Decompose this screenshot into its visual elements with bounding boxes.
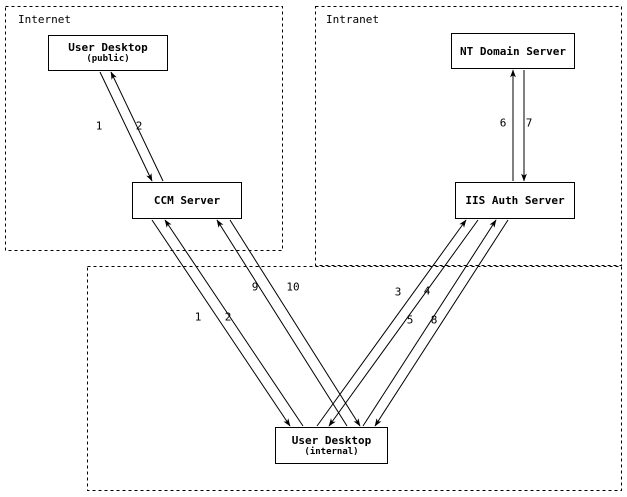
edge-line-4 [328, 219, 479, 427]
edge-label-4: 4 [423, 284, 431, 298]
zone-borders [5, 6, 622, 491]
edge-label-3: 3 [394, 285, 402, 299]
node-title-nt-domain-server: NT Domain Server [460, 44, 566, 58]
edge-label-1-internal: 1 [194, 310, 202, 324]
node-user-desktop-public[interactable]: User Desktop (public) [48, 35, 168, 71]
edge-group-iis-ntdomain [510, 69, 527, 182]
edge-group-iis-internal-58 [362, 219, 509, 427]
edge-line-2-internal [164, 219, 304, 427]
edge-line-1-public [99, 71, 153, 182]
edge-label-1-public: 1 [95, 119, 103, 133]
edge-group-iis-internal-34 [316, 219, 479, 427]
node-user-desktop-internal[interactable]: User Desktop (internal) [275, 427, 388, 464]
node-iis-auth-server[interactable]: IIS Auth Server [455, 182, 575, 219]
node-ccm-server[interactable]: CCM Server [132, 182, 242, 219]
edge-line-8 [374, 219, 509, 427]
zone-internal-lan-border [87, 266, 622, 491]
node-nt-domain-server[interactable]: NT Domain Server [451, 33, 575, 69]
edge-group-public-ccm [99, 71, 164, 182]
zone-intranet-border [315, 6, 622, 266]
edge-label-2-public: 2 [135, 119, 143, 133]
node-title-ccm-server: CCM Server [153, 194, 221, 207]
edge-label-2-internal: 2 [224, 310, 232, 324]
zone-label-internet: Internet [18, 13, 71, 26]
node-title-iis-auth-server: IIS Auth Server [465, 194, 565, 207]
node-title-user-desktop-public: User Desktop [68, 41, 148, 54]
edge-label-10: 10 [286, 280, 300, 294]
node-subtitle-user-desktop-internal: (internal) [304, 446, 359, 457]
edge-group-ccm-internal-12 [151, 219, 304, 427]
edge-line-9 [216, 219, 348, 427]
edge-line-1-internal [151, 219, 291, 427]
node-title-user-desktop-internal: User Desktop [291, 433, 372, 447]
edge-line-3 [316, 219, 467, 427]
edge-line-10 [229, 219, 361, 427]
edge-group-ccm-internal-910 [216, 219, 361, 427]
edge-label-8: 8 [430, 313, 438, 327]
node-subtitle-user-desktop-public: (public) [86, 54, 130, 64]
edge-label-9: 9 [251, 280, 259, 294]
edge-label-6: 6 [499, 116, 507, 130]
zone-label-intranet: Intranet [326, 13, 379, 26]
edge-label-7: 7 [525, 116, 533, 130]
edge-line-2-public [110, 71, 164, 182]
edge-label-5: 5 [406, 313, 414, 327]
edge-line-5 [362, 219, 497, 427]
zone-internet-border [5, 6, 283, 251]
